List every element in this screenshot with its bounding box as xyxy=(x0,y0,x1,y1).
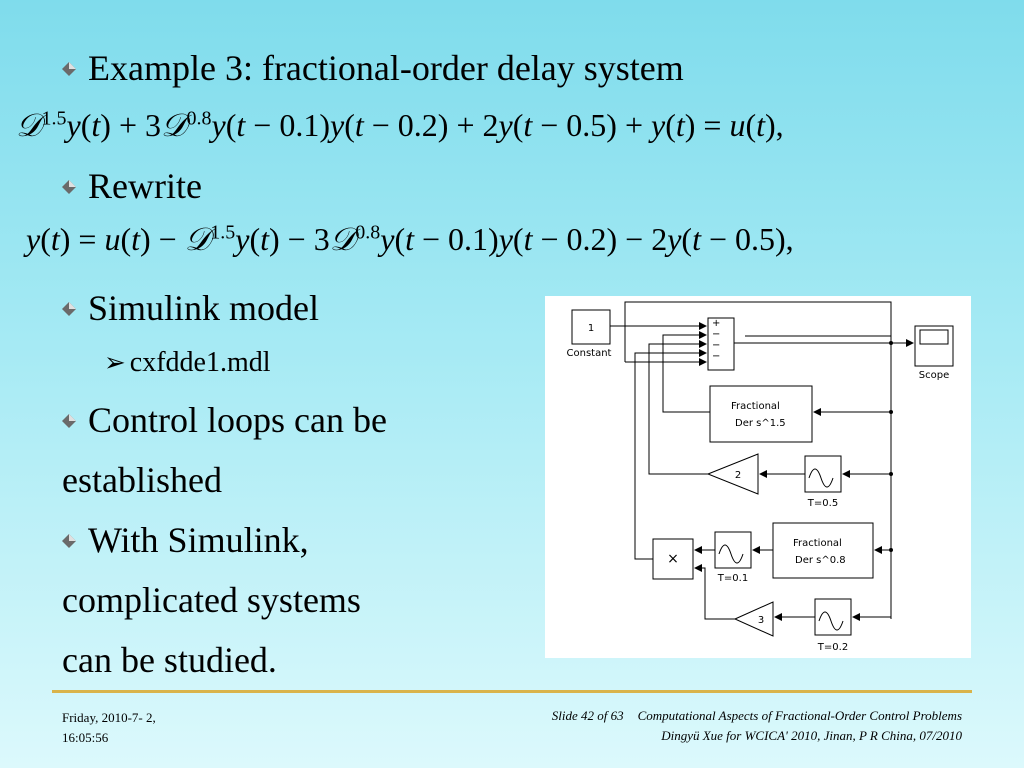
gain-3-value: 3 xyxy=(758,615,764,626)
gain-3-block xyxy=(733,601,774,637)
constant-value: 1 xyxy=(588,323,594,334)
sub-bullet-text: cxfdde1.mdl xyxy=(129,347,271,378)
frac1-line2: Der s^1.5 xyxy=(735,418,786,429)
diamond-bullet-icon xyxy=(62,533,76,548)
gain-2-value: 2 xyxy=(735,470,741,481)
bullet-simulink-model: Simulink model xyxy=(62,286,319,330)
simulink-diagram: 1 Constant + − − − Scope Fractional Der … xyxy=(545,296,971,658)
presentation-author: Dingyü Xue for WCICA' 2010, Jinan, P R C… xyxy=(661,728,962,743)
bullet-with-simulink: With Simulink, xyxy=(62,518,309,562)
bullet-text: Example 3: fractional-order delay system xyxy=(88,48,684,88)
frac1-line1: Fractional xyxy=(731,401,780,412)
diamond-bullet-icon xyxy=(62,179,76,194)
diamond-bullet-icon xyxy=(62,413,76,428)
arrow-bullet-icon: ➢ xyxy=(104,348,126,378)
frac2-line1: Fractional xyxy=(793,538,842,549)
bullet-continuation: complicated systems xyxy=(62,580,361,620)
bullet-text: Simulink model xyxy=(88,288,320,328)
sum-sign-3: − xyxy=(712,340,720,351)
sum-sign-1: + xyxy=(712,318,720,329)
equation-rewritten: y(t) = u(t) − 𝒟1.5y(t) − 3𝒟0.8y(t − 0.1)… xyxy=(26,220,794,258)
scope-block xyxy=(914,325,954,367)
footer-datetime: Friday, 2010-7- 2, 16:05:56 xyxy=(62,708,156,748)
footer-date: Friday, 2010-7- 2, xyxy=(62,710,156,725)
delay-wave-icon xyxy=(718,544,744,564)
delay-0-2-label: T=0.2 xyxy=(817,642,848,653)
delay-wave-icon xyxy=(808,468,834,488)
bullet-example-3: Example 3: fractional-order delay system xyxy=(62,46,684,90)
delay-wave-icon xyxy=(818,611,844,631)
sum-sign-2: − xyxy=(712,329,720,340)
diamond-bullet-icon xyxy=(62,301,76,316)
constant-block xyxy=(571,309,611,345)
footer-time: 16:05:56 xyxy=(62,730,109,745)
simulink-diagram-svg: 1 Constant + − − − Scope Fractional Der … xyxy=(567,301,954,653)
equation-original: 𝒟1.5y(t) + 3𝒟0.8y(t − 0.1)y(t − 0.2) + 2… xyxy=(16,106,784,144)
bullet-control-loops: Control loops can be xyxy=(62,398,387,442)
footer-info: Slide 42 of 63 Computational Aspects of F… xyxy=(552,706,962,746)
bullet-text: With Simulink, xyxy=(88,520,309,560)
scope-screen xyxy=(919,329,949,345)
sum-sign-4: − xyxy=(712,351,720,362)
bullet-rewrite: Rewrite xyxy=(62,164,202,208)
sum-block xyxy=(707,317,735,371)
gain-2-block xyxy=(706,453,759,495)
slide-number: Slide 42 of 63 xyxy=(551,708,624,723)
bullet-text: Rewrite xyxy=(88,166,202,206)
sub-bullet-mdl-file: ➢cxfdde1.mdl xyxy=(104,346,271,380)
constant-label: Constant xyxy=(567,348,612,359)
presentation-title: Computational Aspects of Fractional-Orde… xyxy=(637,708,962,723)
fractional-der-1-5-block xyxy=(709,385,813,443)
diamond-bullet-icon xyxy=(62,61,76,76)
bullet-text: Control loops can be xyxy=(88,400,387,440)
footer-divider xyxy=(52,690,972,693)
bullet-continuation: can be studied. xyxy=(62,640,277,680)
delay-0-5-label: T=0.5 xyxy=(807,498,838,509)
product-symbol: × xyxy=(667,551,679,567)
scope-label: Scope xyxy=(919,370,949,381)
delay-0-1-label: T=0.1 xyxy=(717,573,748,584)
bullet-continuation: established xyxy=(62,460,222,500)
frac2-line2: Der s^0.8 xyxy=(795,555,846,566)
fractional-der-0-8-block xyxy=(772,522,874,579)
